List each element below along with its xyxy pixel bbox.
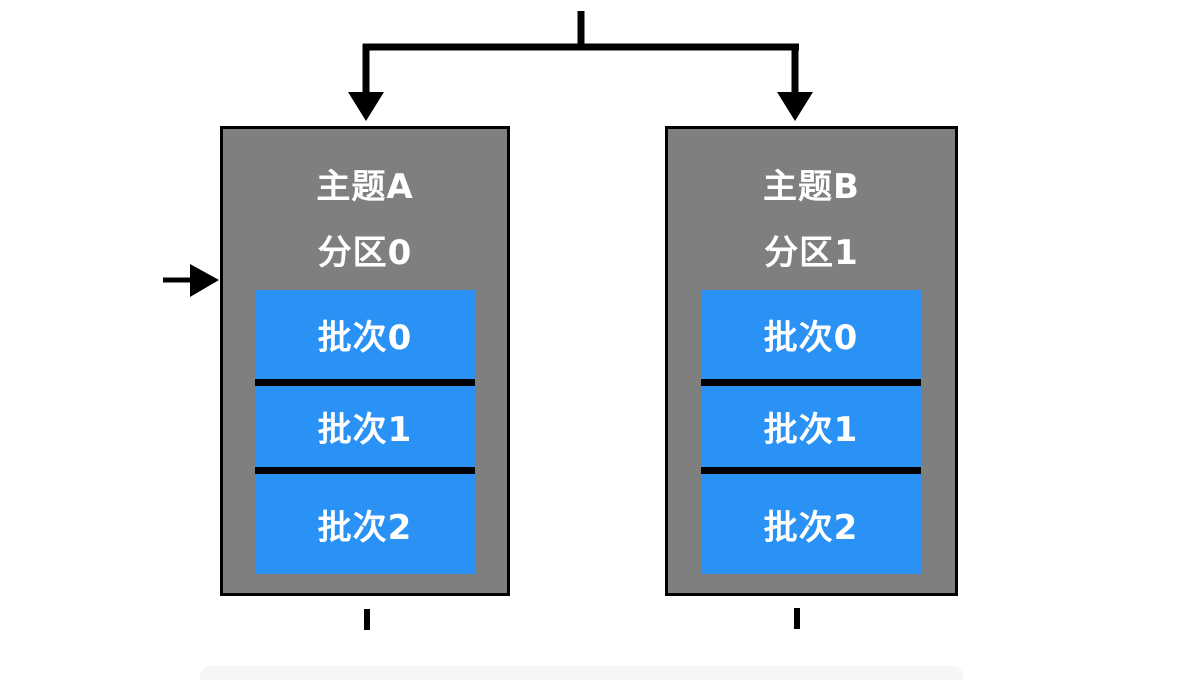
topic-title: 主题B	[763, 167, 860, 207]
side-arrow	[163, 264, 219, 297]
down-arrowhead-left-icon	[348, 92, 384, 121]
branch-connector	[348, 11, 813, 121]
batch-divider	[701, 379, 921, 386]
batch-divider	[701, 467, 921, 474]
batch-divider	[255, 379, 475, 386]
bottom-panel	[200, 666, 963, 680]
down-arrowhead-right-icon	[777, 92, 813, 121]
topic-box-b: 主题B 分区1 批次0 批次1 批次2	[665, 126, 958, 596]
bottom-tick-right	[794, 608, 800, 629]
bottom-ticks	[364, 608, 800, 630]
batch-item: 批次0	[255, 290, 475, 379]
batch-item: 批次1	[255, 386, 475, 467]
batch-item: 批次2	[255, 474, 475, 574]
topic-title: 主题A	[316, 167, 414, 207]
bottom-tick-left	[364, 609, 370, 630]
partition-label: 分区1	[764, 233, 859, 273]
topic-box-a: 主题A 分区0 批次0 批次1 批次2	[220, 126, 510, 596]
right-arrowhead-icon	[190, 264, 219, 297]
partition-label: 分区0	[317, 233, 413, 273]
batch-item: 批次1	[701, 386, 921, 467]
batch-item: 批次0	[701, 290, 921, 379]
batch-item: 批次2	[701, 474, 921, 574]
batch-divider	[255, 467, 475, 474]
batch-stack: 批次0 批次1 批次2	[701, 290, 921, 574]
batch-stack: 批次0 批次1 批次2	[255, 290, 475, 574]
